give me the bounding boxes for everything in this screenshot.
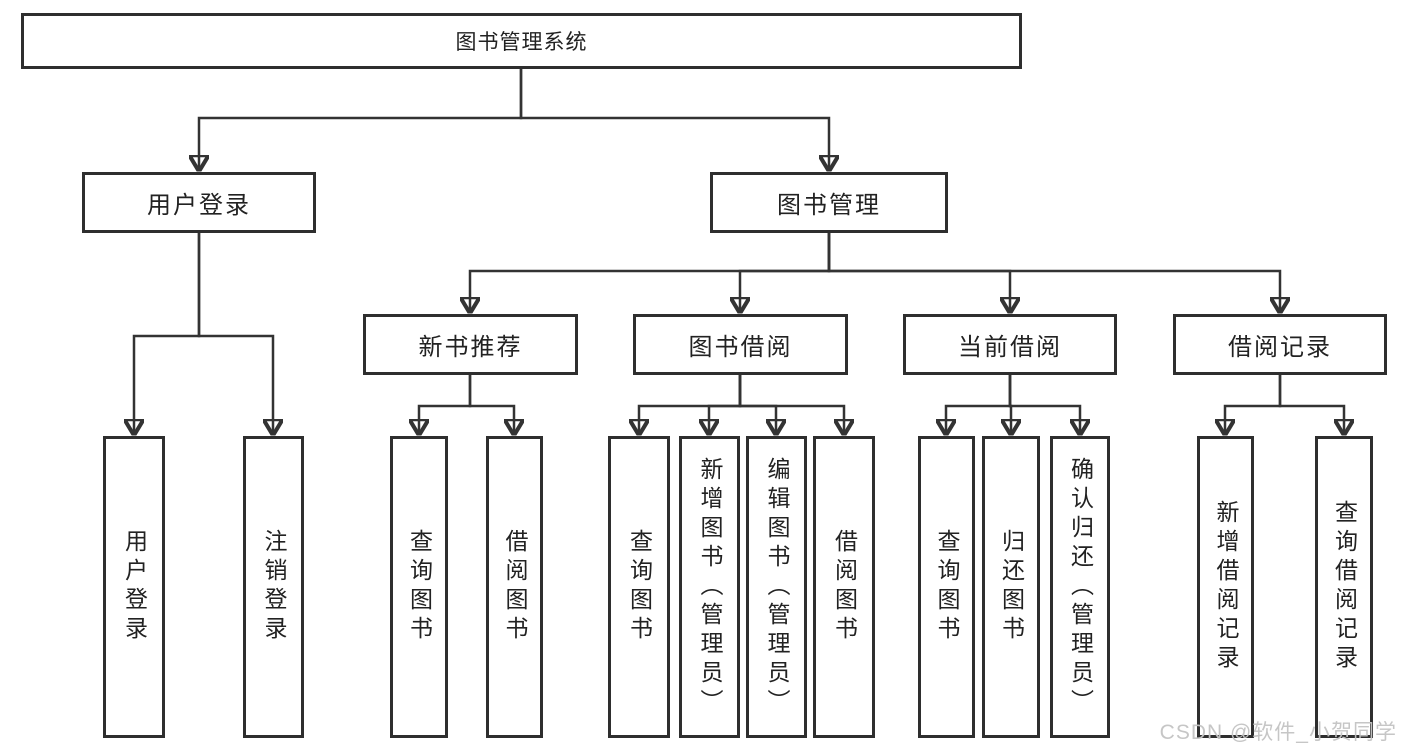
connector-newbook-to-borrow [468,375,514,433]
node-new-book-recommend: 新书推荐 [363,314,578,375]
node-borrow-records-label: 借阅记录 [1228,334,1332,361]
connector-borrow-to-borrowbook [738,375,844,433]
node-book-management: 图书管理 [710,172,948,233]
leaf-borrow-add-books-admin: 新增图书（管理员） [679,436,740,738]
leaf-newbook-borrow-books: 借阅图书 [486,436,543,738]
connector-current-to-confirm [1008,375,1080,433]
connector-root-to-book-management [519,69,829,169]
leaf-borrow-add-books-admin-label: 新增图书（管理员） [697,456,723,718]
leaf-newbook-query-books-label: 查询图书 [406,529,433,645]
node-borrow-records: 借阅记录 [1173,314,1387,375]
node-root-label: 图书管理系统 [455,31,588,54]
node-root-system: 图书管理系统 [21,13,1022,69]
leaf-borrow-edit-books-admin-label: 编辑图书（管理员） [764,456,790,718]
leaf-newbook-query-books: 查询图书 [390,436,448,738]
connector-records-to-query [1278,375,1344,433]
leaf-borrow-query-books-label: 查询图书 [626,529,653,645]
connector-borrow-to-query [639,375,742,433]
connector-userlogin-to-leaf-login [134,233,201,433]
leaf-borrow-borrow-books-label: 借阅图书 [831,529,858,645]
leaf-logout: 注销登录 [243,436,304,738]
leaf-current-return-books-label: 归还图书 [998,529,1025,645]
connector-mgmt-to-borrow [740,233,831,311]
leaf-current-return-books: 归还图书 [982,436,1040,738]
leaf-logout-label: 注销登录 [261,529,287,645]
leaf-records-add-record: 新增借阅记录 [1197,436,1254,738]
leaf-records-query-record: 查询借阅记录 [1315,436,1373,738]
node-new-book-recommend-label: 新书推荐 [418,334,523,361]
connector-borrow-to-add [709,375,742,433]
leaf-records-query-record-label: 查询借阅记录 [1331,500,1358,674]
leaf-user-login: 用户登录 [103,436,165,738]
node-book-management-label: 图书管理 [777,192,881,219]
leaf-borrow-edit-books-admin: 编辑图书（管理员） [746,436,807,738]
leaf-newbook-borrow-books-label: 借阅图书 [502,529,528,645]
leaf-current-confirm-return-admin-label: 确认归还（管理员） [1067,456,1094,718]
connector-borrow-to-edit [738,375,776,433]
node-book-borrow-label: 图书借阅 [688,334,793,361]
node-current-borrow-label: 当前借阅 [958,334,1062,361]
connector-records-to-add [1225,375,1282,433]
connector-userlogin-to-leaf-logout [197,233,273,433]
node-current-borrow: 当前借阅 [903,314,1117,375]
leaf-current-query-books: 查询图书 [918,436,975,738]
leaf-user-login-label: 用户登录 [121,529,148,645]
csdn-watermark: CSDN @软件_小贺同学 [1159,721,1397,744]
connector-mgmt-to-records [827,233,1280,311]
connector-root-to-user-login [199,69,523,169]
leaf-current-query-books-label: 查询图书 [934,529,960,645]
leaf-current-confirm-return-admin: 确认归还（管理员） [1050,436,1110,738]
node-book-borrow: 图书借阅 [633,314,848,375]
leaf-records-add-record-label: 新增借阅记录 [1213,500,1239,674]
connector-current-to-query [946,375,1012,433]
connector-newbook-to-query [419,375,472,433]
leaf-borrow-borrow-books: 借阅图书 [813,436,875,738]
node-user-login-label: 用户登录 [147,192,251,219]
node-user-login: 用户登录 [82,172,316,233]
leaf-borrow-query-books: 查询图书 [608,436,670,738]
